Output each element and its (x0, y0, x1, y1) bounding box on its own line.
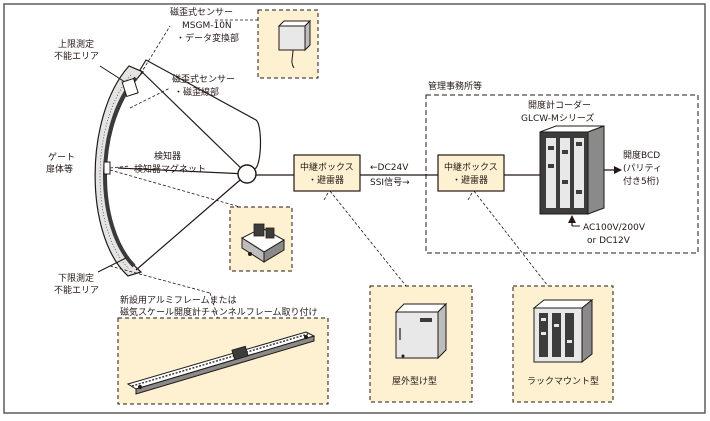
relay-box-office-label-1: 中継ボックス (444, 161, 498, 173)
relay-box-field-label-1: 中継ボックス (300, 161, 354, 173)
frame-note-2: 磁気スケール開度計チャンネルフレーム取り付け (120, 306, 317, 318)
rack-panel (512, 285, 614, 403)
sensor-top-label-3: ・データ変換部 (176, 32, 239, 44)
sensor-top-label-2: MSGM-10N (182, 21, 232, 31)
outdoor-panel (369, 285, 473, 403)
sensor-top-label-1: 磁歪式センサー (170, 6, 233, 18)
relay-box-field-label-2: ・避雷器 (308, 174, 344, 186)
recorder-label-2: GLCW-Mシリーズ (521, 112, 594, 124)
detector-label-2: 検知器マグネット (134, 163, 206, 175)
rack-label: ラックマウント型 (527, 376, 599, 387)
detector-label-1: 検知器 (154, 150, 181, 162)
frame-note-1: 新設用アルミフレームまたは (120, 294, 237, 306)
rack-unit-icon (532, 298, 594, 364)
sensor-mid-label-2: ・磁歪線部 (174, 86, 219, 98)
outdoor-box-icon (394, 302, 448, 360)
detector-icon (240, 223, 286, 263)
sensor-mid-label-1: 磁歪式センサー (172, 73, 235, 85)
gate-label-2: 扉体等 (46, 163, 73, 175)
lower-limit-label-1: 下限測定 (58, 272, 94, 284)
upper-limit-label-1: 上限測定 (58, 38, 94, 50)
lower-limit-label-2: 不能エリア (54, 284, 99, 296)
relay-box-office (437, 154, 505, 192)
frame-rail-icon (126, 331, 316, 395)
bcd-label-1: 開度BCD (623, 149, 660, 161)
recorder-icon (539, 125, 605, 215)
sensor-unit-panel (257, 9, 319, 79)
power-label-1: AC100V/200V (583, 223, 646, 233)
dc24v-label: ←DC24V (370, 163, 409, 173)
office-label: 管理事務所等 (428, 80, 482, 92)
gate-label-1: ゲート (48, 151, 75, 163)
bcd-label-3: 付き5桁) (623, 175, 659, 187)
frame-panel (117, 317, 329, 405)
relay-box-office-label-2: ・避雷器 (452, 174, 488, 186)
office-area (425, 94, 699, 254)
relay-box-field (293, 154, 361, 192)
sensor-head (121, 77, 139, 98)
gate-pivot (237, 164, 257, 184)
detector-panel (229, 206, 293, 272)
outer-frame (3, 3, 706, 414)
ssi-label: SSI信号→ (370, 176, 410, 188)
sensor-unit-icon (277, 19, 312, 69)
bcd-label-2: (パリティ (623, 163, 662, 174)
upper-limit-label-2: 不能エリア (54, 50, 99, 62)
detector-marker (103, 161, 111, 175)
outdoor-label: 屋外型け型 (392, 375, 437, 387)
support-arm (139, 59, 262, 171)
power-label-2: or DC12V (587, 236, 631, 246)
recorder-label-1: 開度計コーダー (528, 99, 591, 111)
